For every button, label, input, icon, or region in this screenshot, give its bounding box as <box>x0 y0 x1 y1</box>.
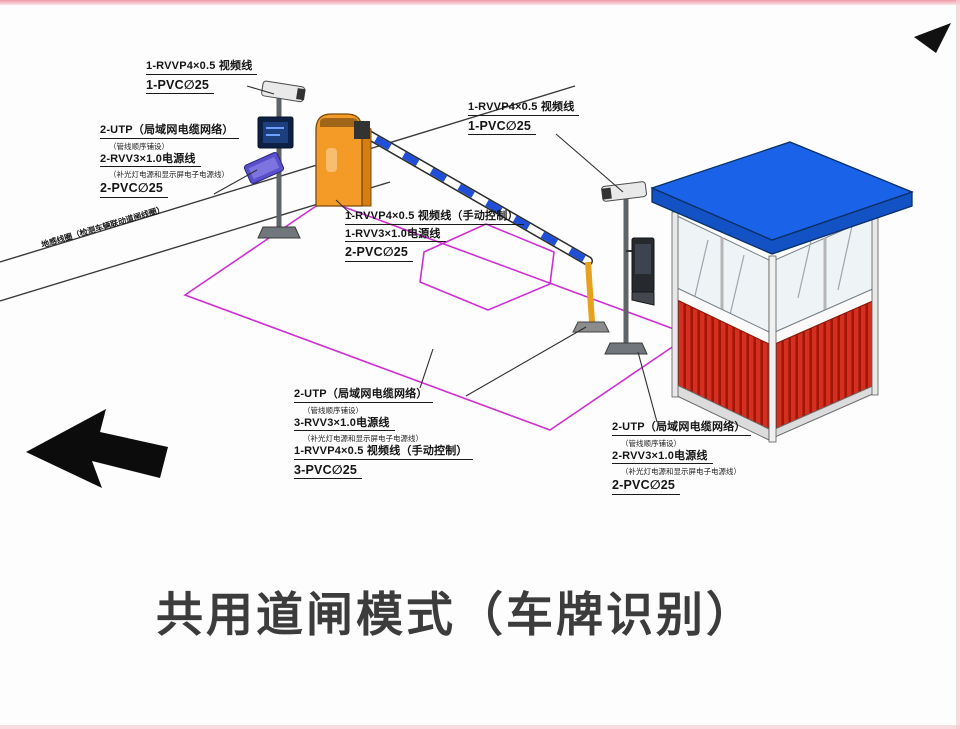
cable-spec-video: 1-RVVP4×0.5 视频线（手动控制） <box>345 210 524 225</box>
guard-booth <box>650 141 914 443</box>
cabinet-panel <box>326 148 337 172</box>
booth-roof <box>650 141 914 241</box>
window-glare <box>837 225 853 291</box>
camera-lens <box>601 187 612 200</box>
arm-support-post <box>585 261 595 323</box>
cable-spec-video: 1-RVVP4×0.5 视频线 <box>146 60 258 75</box>
label-barrier-cables: 1-RVVP4×0.5 视频线（手动控制） 1-RVV3×1.0电源线 2-PV… <box>345 210 524 265</box>
pole-right-base <box>604 342 648 355</box>
barrier-arm-stripes <box>374 135 590 265</box>
label-booth-cables: 2-UTP（局域网电缆网络） （管线顺序铺设） 2-RVV3×1.0电源线 （补… <box>612 421 751 498</box>
label-camera-left-cables: 1-RVVP4×0.5 视频线 1-PVC∅25 <box>146 60 258 97</box>
cable-spec-conduit: 3-PVC∅25 <box>294 463 363 480</box>
cable-spec-conduit: 2-PVC∅25 <box>345 245 414 262</box>
cable-spec-power: 2-RVV3×1.0电源线 <box>100 153 201 168</box>
leader-booth <box>637 351 658 423</box>
control-box-screen <box>635 244 651 274</box>
cable-spec-conduit: 2-PVC∅25 <box>612 478 681 495</box>
cable-spec-conduit: 2-PVC∅25 <box>100 181 169 198</box>
camera-pole-left <box>243 80 306 239</box>
label-camera-right-cables: 1-RVVP4×0.5 视频线 1-PVC∅25 <box>468 101 580 138</box>
camera-pole-right <box>601 181 655 355</box>
lane-outline <box>183 199 692 431</box>
barrier-gate <box>315 113 610 333</box>
leader-camera-right <box>555 133 624 193</box>
booth-post-right <box>871 211 879 396</box>
cable-note: （管线顺序铺设） <box>303 405 363 415</box>
window-glare <box>693 239 709 301</box>
cable-spec-power: 3-RVV3×1.0电源线 <box>294 417 395 432</box>
diagram-title: 共用道闸模式（车牌识别） <box>156 588 756 641</box>
cable-spec-utp: 2-UTP（局域网电缆网络） <box>612 421 751 436</box>
arm-support-base <box>572 321 610 333</box>
leader-lane-zone <box>419 348 434 389</box>
direction-arrow-icon <box>26 409 168 488</box>
leader-camera-left <box>246 85 275 95</box>
cable-spec-power: 2-RVV3×1.0电源线 <box>612 450 713 465</box>
window-glare <box>729 254 745 316</box>
cable-note: （管线顺序铺设） <box>109 141 169 151</box>
pole-left-base <box>257 226 301 239</box>
photo-edge-right <box>956 0 960 729</box>
cable-note: （管线顺序铺设） <box>621 438 681 448</box>
window-glare <box>797 235 813 299</box>
cable-spec-utp: 2-UTP（局域网电缆网络） <box>100 124 239 139</box>
north-arrow-icon <box>914 23 951 53</box>
leader-barrier <box>335 199 353 216</box>
cabinet-top-cap <box>320 118 358 127</box>
cable-spec-utp: 2-UTP（局域网电缆网络） <box>294 388 433 403</box>
arm-pivot-box <box>354 121 370 139</box>
leader-pole-left <box>213 169 258 195</box>
label-pole-left-cables: 2-UTP（局域网电缆网络） （管线顺序铺设） 2-RVV3×1.0电源线 （补… <box>100 124 239 201</box>
cable-note: （补光灯电源和显示屏电子电源线） <box>303 434 423 444</box>
led-display-screen <box>263 122 288 143</box>
leader-lane-post <box>465 326 587 397</box>
cable-note: （补光灯电源和显示屏电子电源线） <box>109 170 229 180</box>
photo-edge-top <box>0 0 960 5</box>
cable-spec-power: 1-RVV3×1.0电源线 <box>345 228 446 243</box>
cable-spec-conduit: 1-PVC∅25 <box>468 119 537 136</box>
floodlight-lens <box>248 156 280 180</box>
cable-spec-video: 1-RVVP4×0.5 视频线（手动控制） <box>294 445 473 460</box>
leader-lines <box>213 85 658 423</box>
booth-post-left <box>671 211 679 398</box>
photo-edge-bottom <box>0 725 960 729</box>
card-dispenser <box>631 291 655 306</box>
label-lane-cables: 2-UTP（局域网电缆网络） （管线顺序铺设） 3-RVV3×1.0电源线 （补… <box>294 388 473 482</box>
booth-post-front <box>768 255 777 443</box>
cable-note: （补光灯电源和显示屏电子电源线） <box>621 467 741 477</box>
cable-spec-conduit: 1-PVC∅25 <box>146 78 215 95</box>
camera-lens <box>296 88 306 101</box>
cable-spec-video: 1-RVVP4×0.5 视频线 <box>468 101 580 116</box>
